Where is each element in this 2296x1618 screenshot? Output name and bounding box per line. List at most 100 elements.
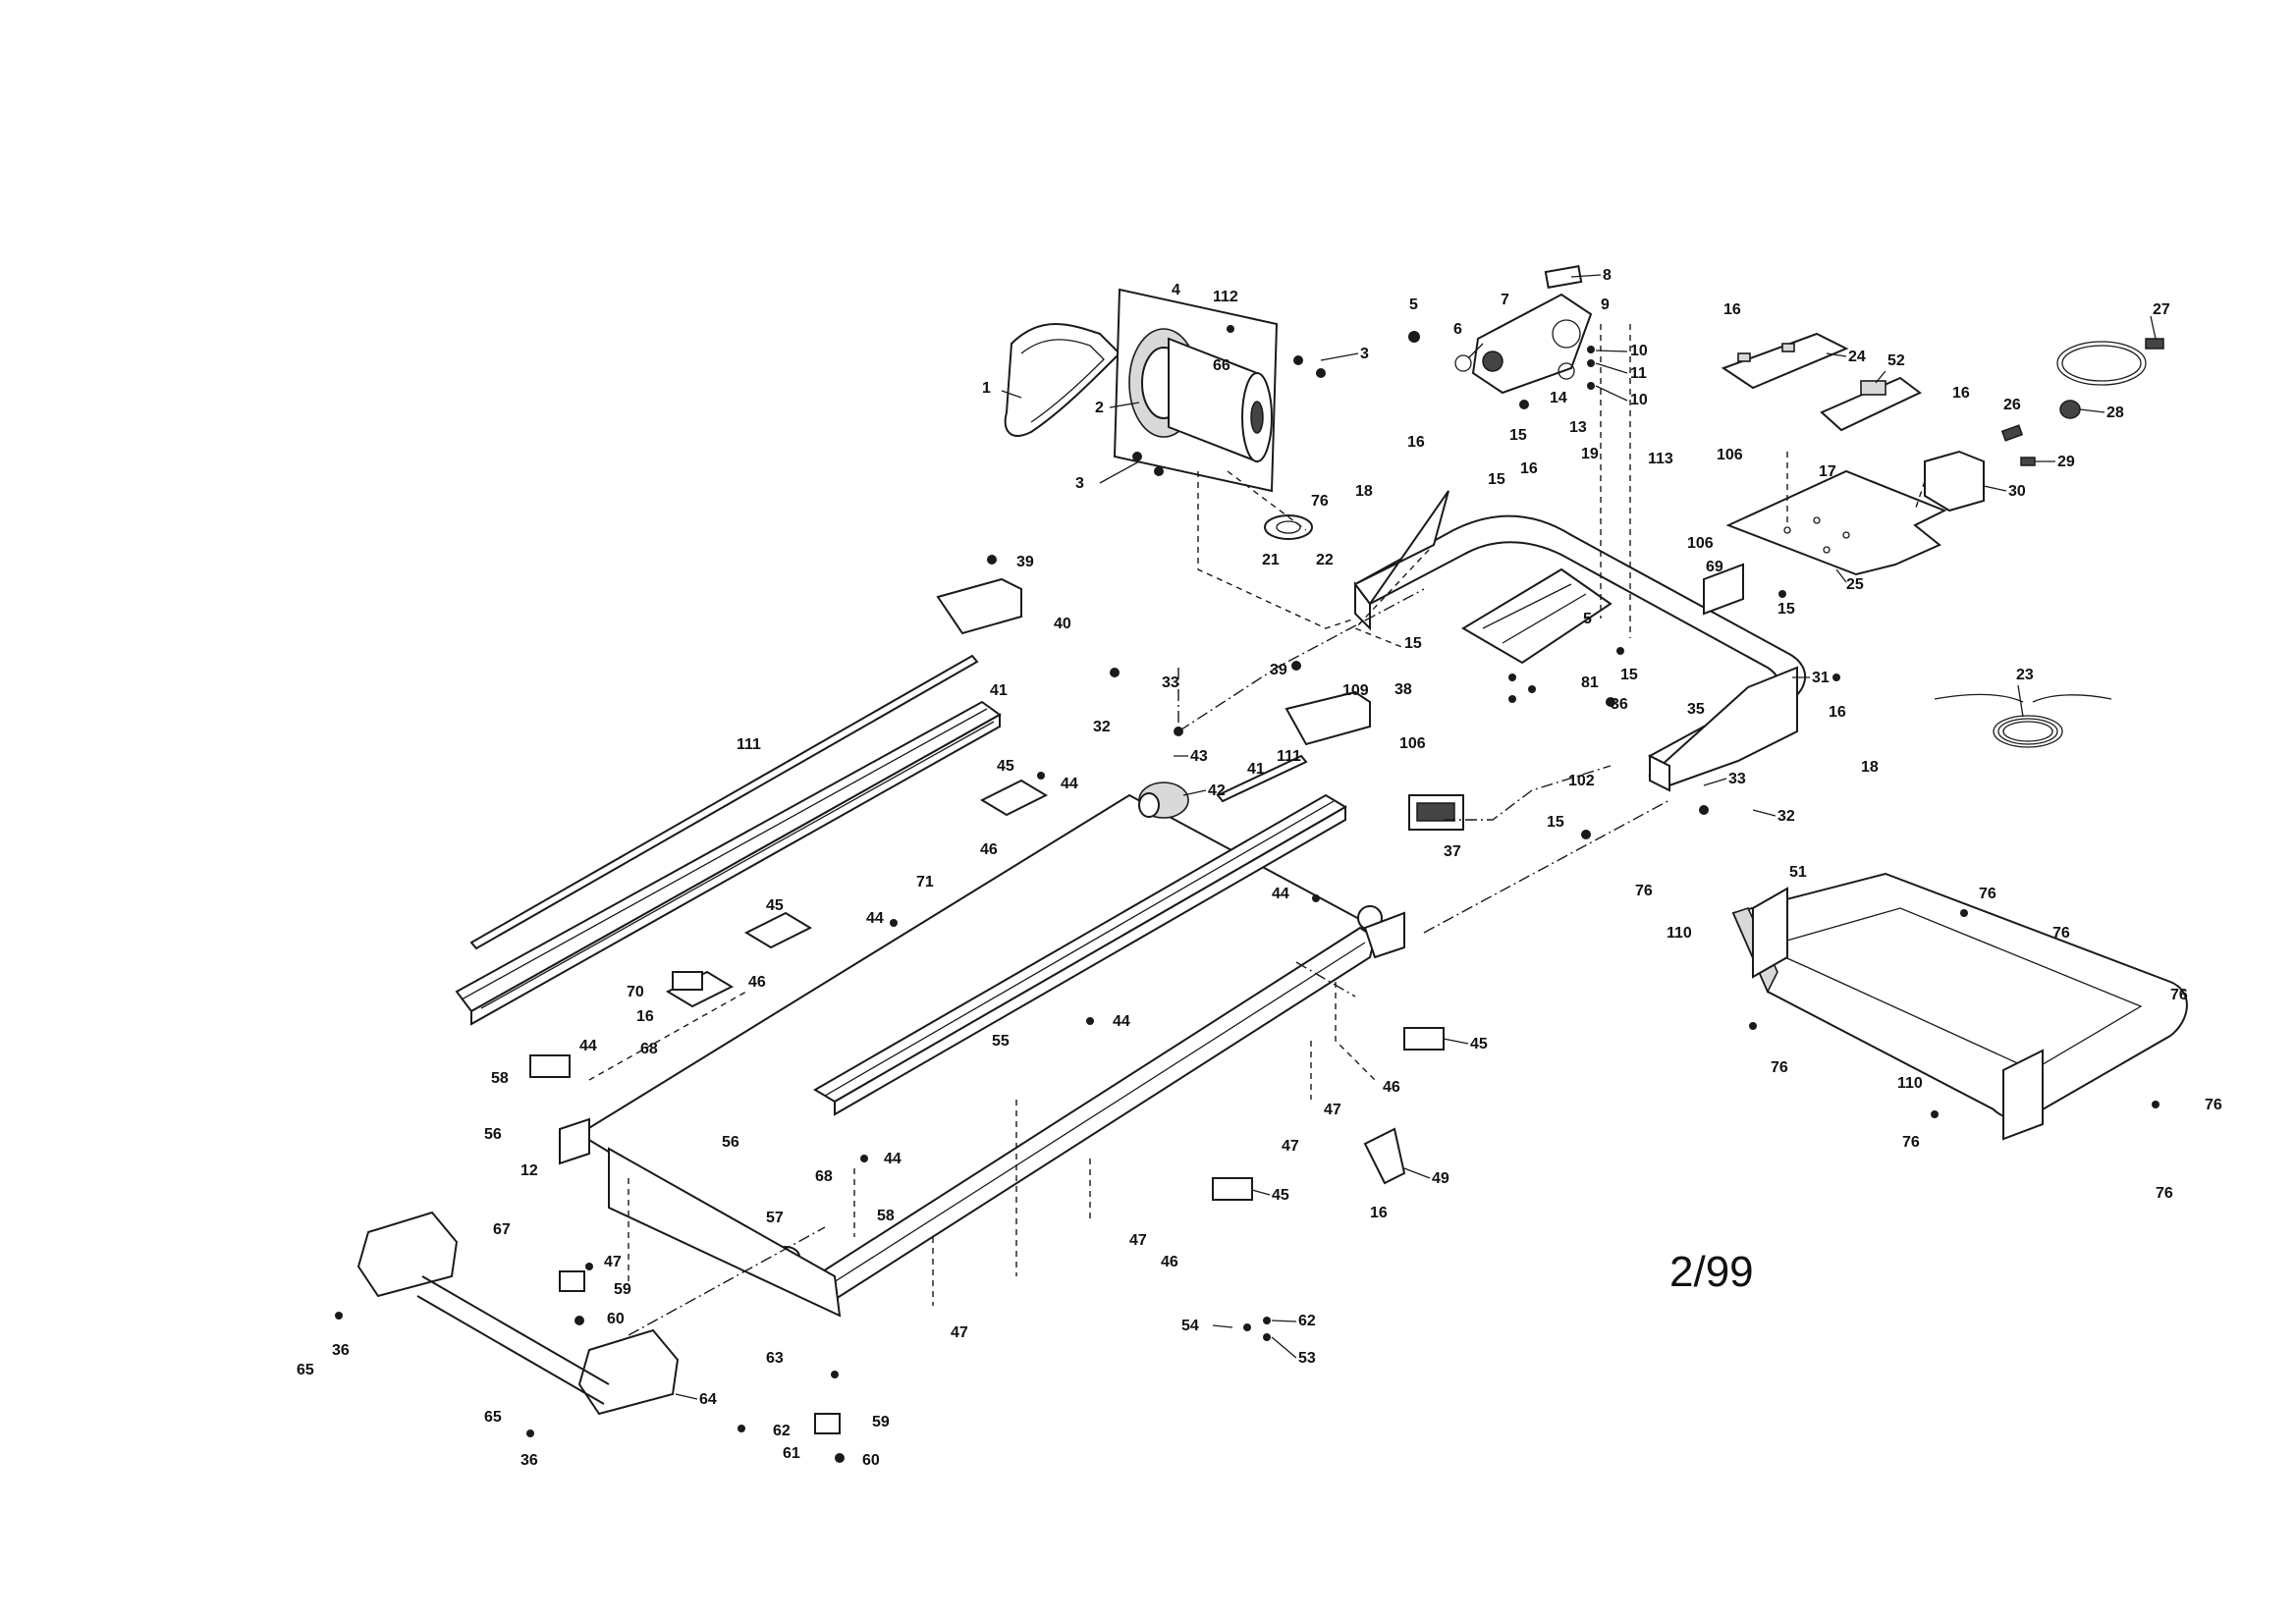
part-label-69: 69 [1706, 559, 1723, 575]
part-label-45c: 45 [1470, 1036, 1488, 1052]
part-label-47e: 47 [951, 1324, 968, 1341]
part-label-62b: 62 [773, 1423, 791, 1439]
part-label-61: 61 [783, 1445, 800, 1462]
part-label-46a: 46 [980, 841, 998, 858]
part-label-45d: 45 [1272, 1187, 1289, 1204]
part-label-64: 64 [699, 1391, 717, 1408]
part-label-31: 31 [1812, 670, 1830, 686]
part-label-19: 19 [1581, 446, 1599, 462]
part-label-42: 42 [1208, 782, 1226, 799]
part-label-68a: 68 [640, 1041, 658, 1057]
assembly-guide-lines [588, 324, 1926, 1336]
rail-end-cap-front [936, 577, 1022, 635]
fastener-screws [335, 555, 2159, 1463]
side-trim-right [1216, 754, 1308, 803]
part-label-13: 13 [1569, 419, 1587, 436]
part-label-15f: 15 [1547, 814, 1564, 831]
part-label-76c: 76 [1979, 886, 1996, 902]
part-label-56b: 56 [722, 1134, 739, 1151]
part-label-16d: 16 [1952, 385, 1970, 402]
part-label-106b: 106 [1687, 535, 1714, 552]
base-shroud [1731, 872, 2188, 1141]
part-label-11: 11 [1630, 365, 1647, 382]
part-label-18b: 18 [1861, 759, 1879, 776]
part-label-16e: 16 [1829, 704, 1846, 721]
part-label-60b: 60 [862, 1452, 880, 1469]
side-rail-right [813, 793, 1347, 1116]
part-label-39b: 39 [1270, 662, 1287, 678]
part-label-111b: 111 [1277, 748, 1301, 765]
part-label-71: 71 [916, 874, 934, 890]
rail-end-cap-rear [1285, 690, 1371, 746]
part-label-12: 12 [520, 1162, 538, 1179]
switch-bracket [1924, 424, 2036, 512]
part-label-39a: 39 [1016, 554, 1034, 570]
rear-endcap [356, 1211, 680, 1416]
part-label-25: 25 [1846, 576, 1864, 593]
part-label-62a: 62 [1298, 1313, 1316, 1329]
part-label-76f: 76 [1771, 1059, 1788, 1076]
part-label-45b: 45 [766, 897, 784, 914]
part-label-52: 52 [1887, 352, 1905, 369]
part-label-65a: 65 [297, 1362, 314, 1378]
part-label-76d: 76 [2052, 925, 2070, 942]
part-label-106a: 106 [1717, 447, 1743, 463]
part-label-76a: 76 [1311, 493, 1329, 510]
front-roller [1138, 782, 1189, 819]
part-label-37: 37 [1444, 843, 1461, 860]
part-label-44d: 44 [1113, 1013, 1130, 1030]
part-label-10b: 10 [1630, 392, 1648, 408]
part-label-58b: 58 [877, 1208, 895, 1224]
part-label-44b: 44 [866, 910, 884, 927]
part-label-14: 14 [1550, 390, 1567, 406]
part-label-15c: 15 [1404, 635, 1422, 652]
electronics-base-plate [1725, 469, 1947, 576]
part-label-76i: 76 [2156, 1185, 2173, 1202]
leveling-feet [529, 779, 1445, 1434]
drive-motor [1128, 328, 1273, 463]
part-label-44c: 44 [1272, 886, 1289, 902]
part-label-76g: 76 [2205, 1097, 2222, 1113]
part-label-22: 22 [1316, 552, 1334, 568]
part-label-44e: 44 [579, 1038, 597, 1054]
part-label-23: 23 [2016, 667, 2034, 683]
part-label-58a: 58 [491, 1070, 509, 1087]
part-label-3a: 3 [1360, 346, 1369, 362]
part-label-35: 35 [1687, 701, 1705, 718]
part-label-67: 67 [493, 1221, 511, 1238]
choke-transformer [1408, 794, 1464, 831]
part-label-41a: 41 [990, 682, 1008, 699]
part-label-16b: 16 [1407, 434, 1425, 451]
isolator-block [1703, 563, 1744, 616]
drive-belt [1004, 323, 1121, 437]
part-label-51: 51 [1789, 864, 1807, 881]
part-label-46d: 46 [1161, 1254, 1178, 1270]
controller-board [1820, 376, 1922, 432]
part-label-70: 70 [627, 984, 644, 1000]
part-label-38: 38 [1394, 681, 1412, 698]
part-label-66: 66 [1213, 357, 1230, 374]
part-label-76h: 76 [1902, 1134, 1920, 1151]
part-label-81: 81 [1581, 674, 1599, 691]
part-label-56a: 56 [484, 1126, 502, 1143]
date-stamp: 2/99 [1669, 1248, 1754, 1296]
part-label-112: 112 [1213, 289, 1238, 305]
part-label-102: 102 [1568, 773, 1595, 789]
part-label-16f: 16 [636, 1008, 654, 1025]
part-label-29: 29 [2057, 454, 2075, 470]
part-label-5a: 5 [1409, 297, 1418, 313]
part-label-36a: 36 [1611, 696, 1628, 713]
part-label-6: 6 [1453, 321, 1462, 338]
part-label-59b: 59 [872, 1414, 890, 1430]
part-label-60a: 60 [607, 1311, 625, 1327]
part-label-59a: 59 [614, 1281, 631, 1298]
part-number-labels: 1 2 3 3 4 5 5 6 7 8 9 10 10 11 12 13 14 … [297, 267, 2222, 1469]
wire-harness [1934, 693, 2112, 748]
part-label-113: 113 [1648, 451, 1673, 467]
power-cord [2056, 338, 2164, 419]
part-label-40: 40 [1054, 616, 1071, 632]
rear-bracket-left [559, 1117, 590, 1165]
part-label-16a: 16 [1723, 301, 1741, 318]
upper-electronics-bracket [1721, 332, 1849, 390]
